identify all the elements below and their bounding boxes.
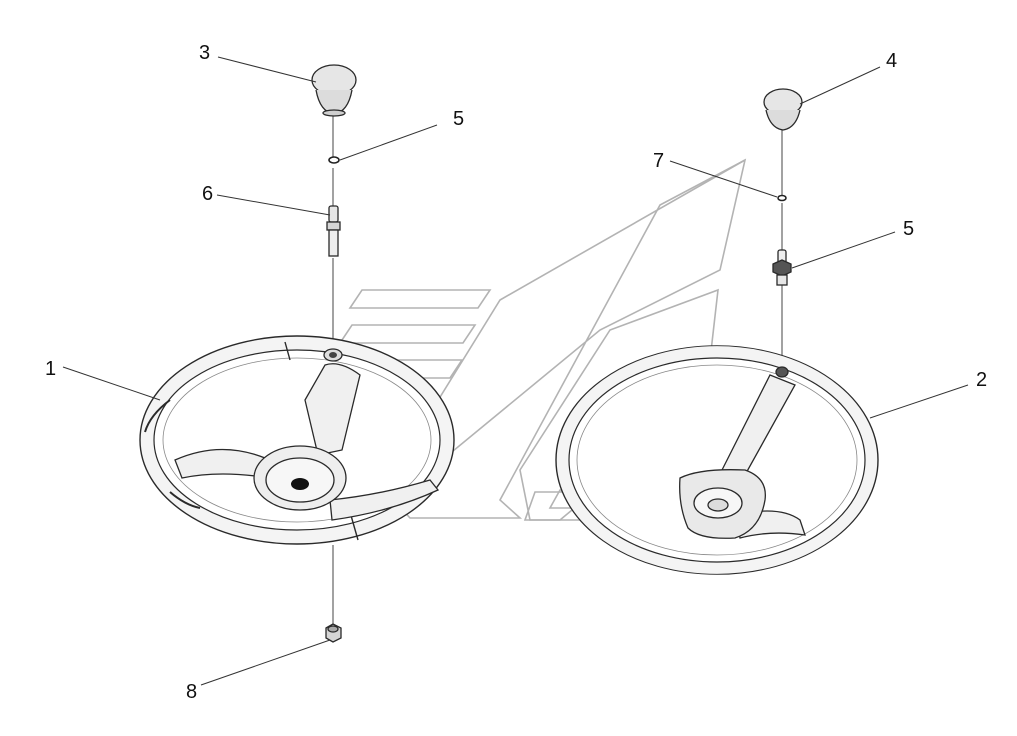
washer-right xyxy=(777,194,787,202)
bottom-nut xyxy=(325,623,342,643)
callout-7: 7 xyxy=(653,150,664,172)
pin xyxy=(326,205,341,257)
callout-5-right: 5 xyxy=(903,218,914,240)
nut-right xyxy=(772,249,792,286)
knob-left xyxy=(311,64,357,117)
callout-8: 8 xyxy=(186,681,197,703)
callout-3: 3 xyxy=(199,42,210,64)
callout-1: 1 xyxy=(45,358,56,380)
steering-wheel-left xyxy=(139,335,455,545)
callout-2: 2 xyxy=(976,369,987,391)
callout-4: 4 xyxy=(886,50,897,72)
steering-wheel-right xyxy=(555,345,879,575)
callout-5-left: 5 xyxy=(453,108,464,130)
leader-lines xyxy=(62,56,969,686)
callout-numbers: 1 2 3 4 5 5 6 7 8 xyxy=(45,42,987,703)
knob-right xyxy=(763,88,803,131)
callout-6: 6 xyxy=(202,183,213,205)
washer-left xyxy=(328,156,340,164)
